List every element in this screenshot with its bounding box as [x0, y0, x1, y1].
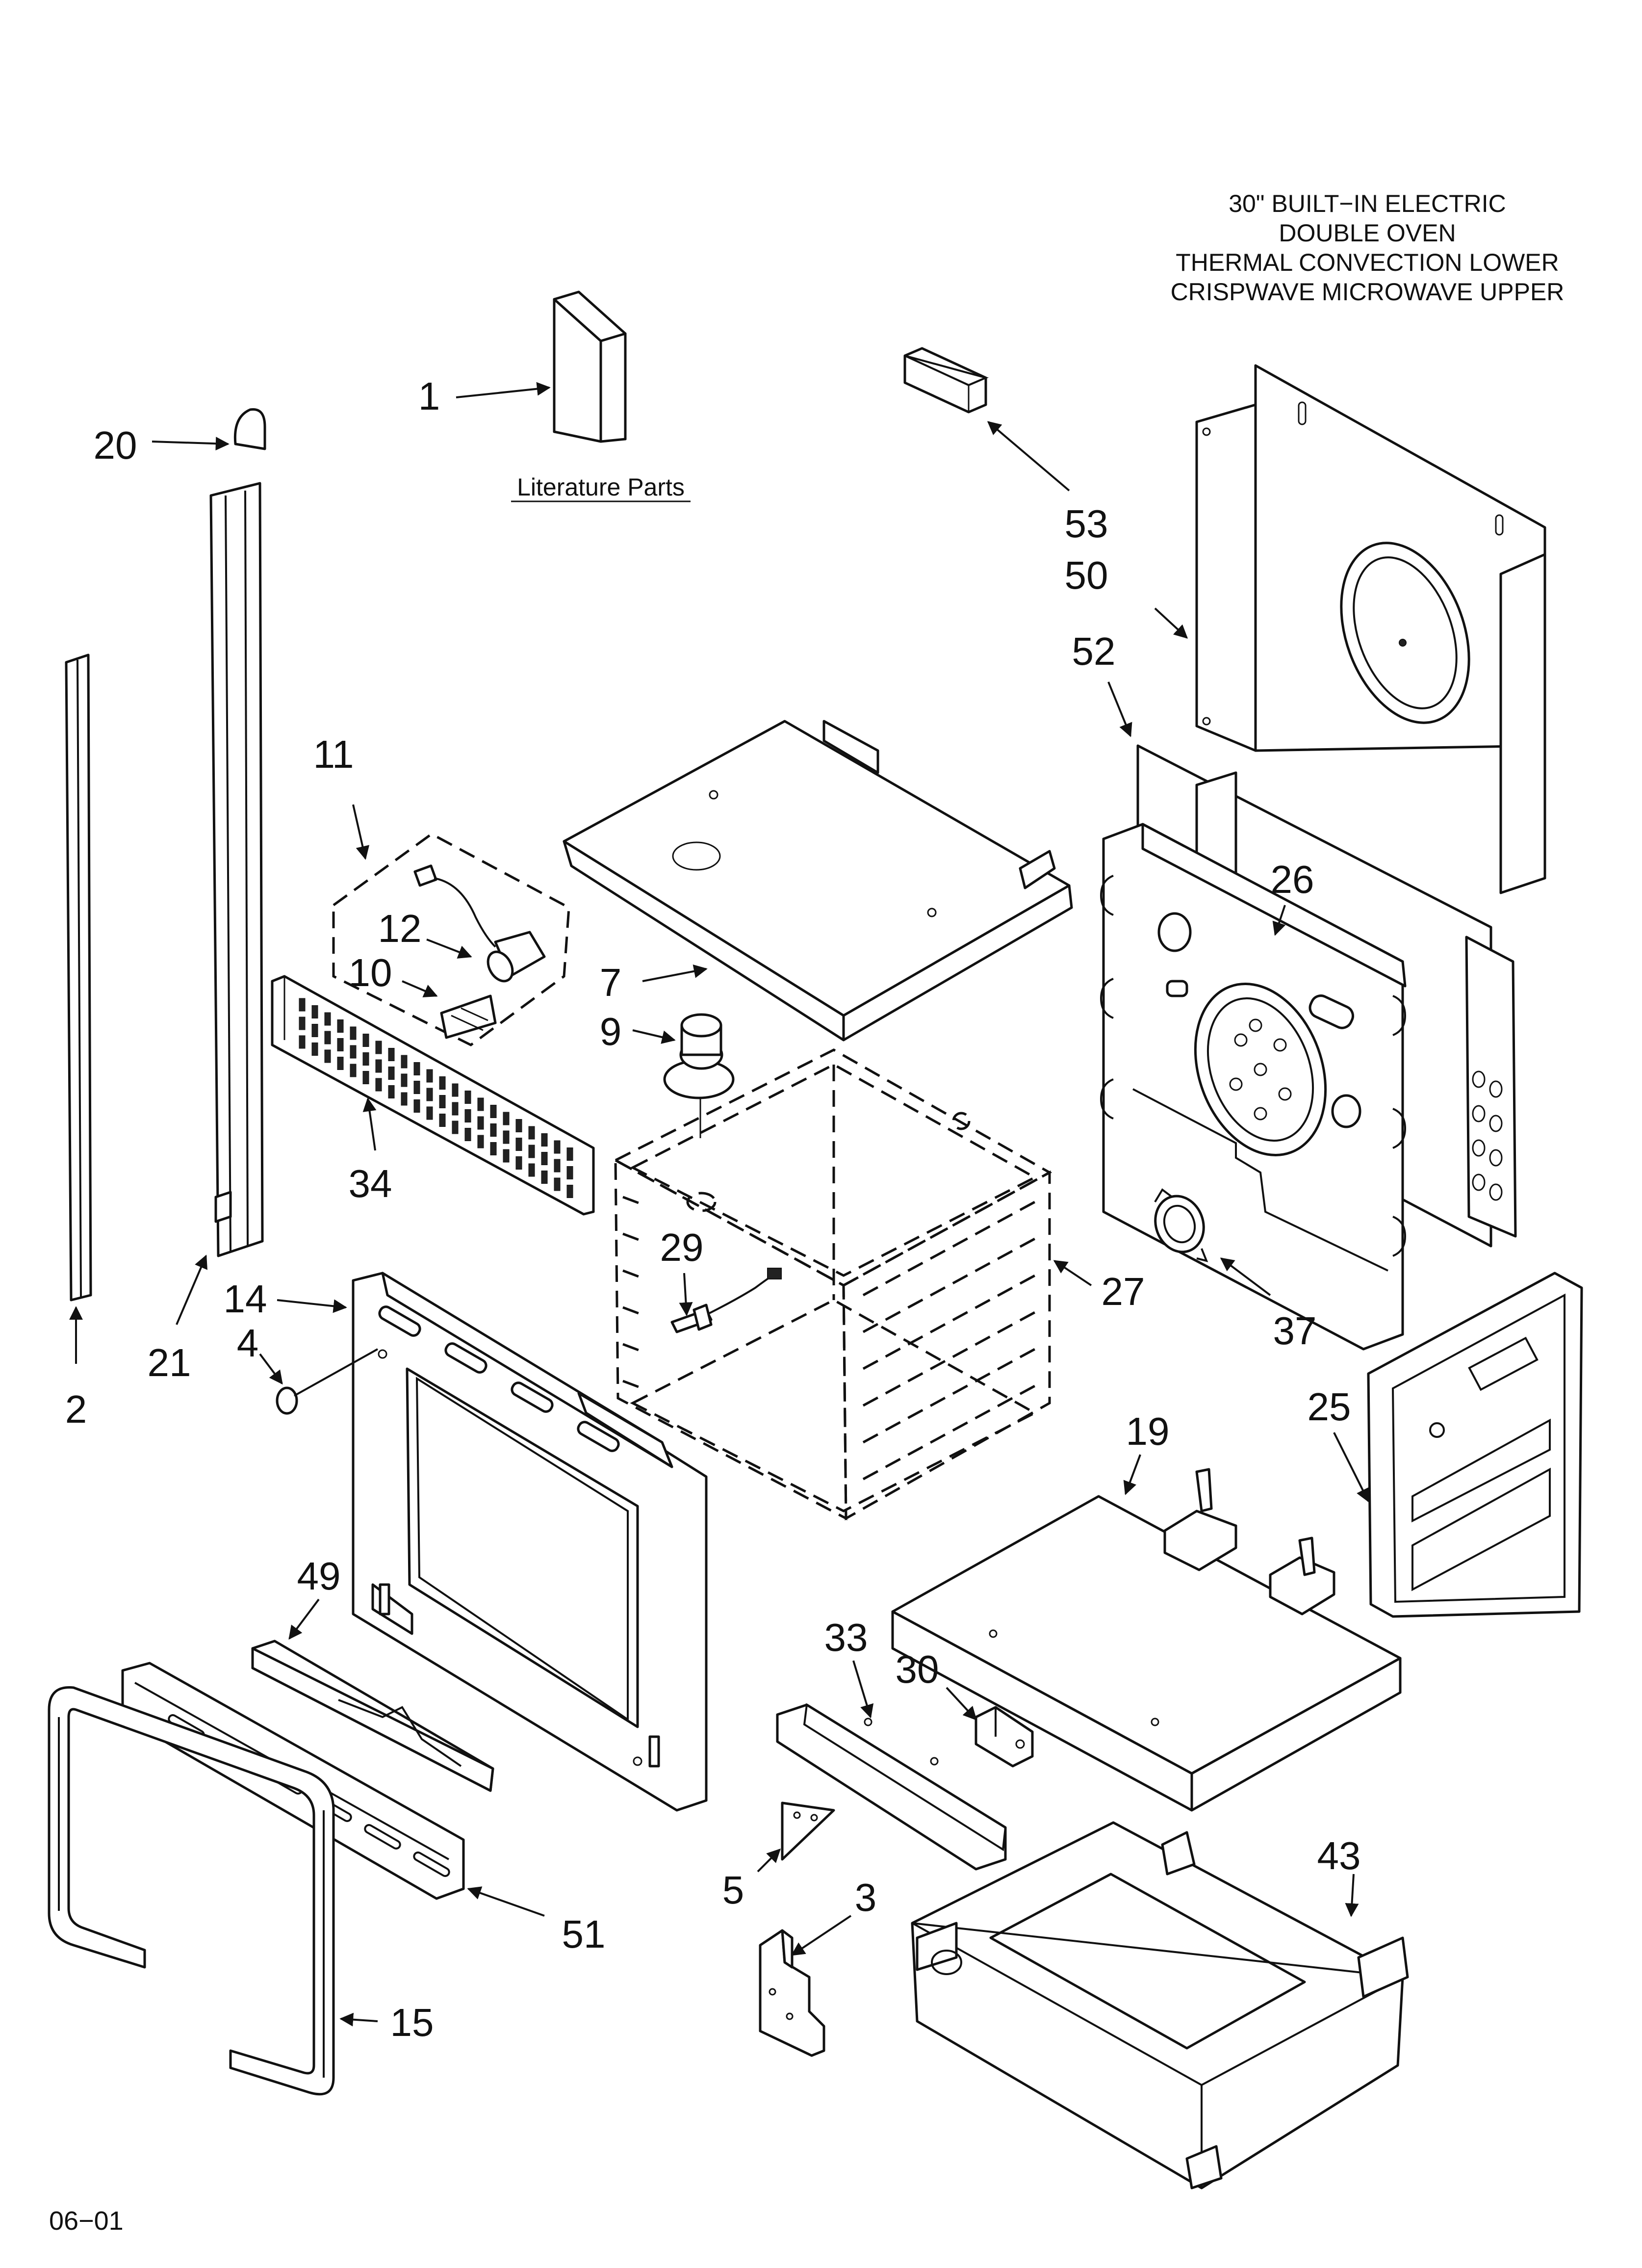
callout-7: 7 — [600, 961, 622, 1004]
part-14-front-frame — [352, 1272, 708, 1812]
part-37-thermal-cutout — [1154, 1188, 1208, 1262]
revision-date-code: 06−01 — [49, 2206, 124, 2236]
callout-12: 12 — [378, 907, 422, 950]
title-line-3: THERMAL CONVECTION LOWER — [1176, 249, 1559, 276]
callout-20: 20 — [94, 423, 137, 467]
part-12-lamp-bulb — [487, 950, 514, 983]
part-literature-book — [553, 290, 627, 443]
callout-27: 27 — [1102, 1270, 1145, 1313]
callout-5: 5 — [722, 1868, 744, 1912]
part-29-temperature-sensor — [670, 1268, 782, 1333]
callout-9: 9 — [600, 1010, 622, 1053]
callout-19: 19 — [1126, 1409, 1170, 1453]
part-9-convection-motor — [663, 1013, 735, 1138]
callout-34: 34 — [349, 1162, 392, 1205]
part-30-small-bracket — [975, 1706, 1034, 1768]
part-2-side-rod — [65, 653, 92, 1302]
part-11-lamp-assembly — [332, 833, 570, 1046]
callout-33: 33 — [824, 1616, 868, 1659]
title-line-2: DOUBLE OVEN — [1279, 219, 1456, 247]
title-line-4: CRISPWAVE MICROWAVE UPPER — [1171, 278, 1565, 306]
literature-parts-label: Literature Parts — [517, 473, 685, 501]
callout-51: 51 — [562, 1912, 606, 1956]
part-53-spacer-block — [903, 347, 989, 414]
callout-15: 15 — [390, 2001, 434, 2044]
part-20-trim-cap — [233, 408, 266, 450]
callout-53: 53 — [1065, 502, 1108, 546]
part-4-screw — [276, 1348, 378, 1415]
diagram-title: 30" BUILT−IN ELECTRIC DOUBLE OVEN THERMA… — [1171, 190, 1565, 306]
callout-14: 14 — [224, 1277, 267, 1321]
part-49-lower-trim — [251, 1640, 494, 1792]
callout-50: 50 — [1065, 553, 1108, 597]
part-43-base-pan — [911, 1821, 1409, 2190]
callout-1: 1 — [418, 374, 440, 418]
callout-49: 49 — [297, 1554, 341, 1598]
part-10-lamp-lens — [440, 994, 497, 1039]
callout-30: 30 — [896, 1647, 939, 1691]
callout-43: 43 — [1317, 1834, 1361, 1877]
callout-26: 26 — [1271, 858, 1314, 901]
callout-52: 52 — [1072, 629, 1116, 673]
part-5-gusset — [781, 1801, 835, 1861]
part-21-side-trim — [209, 482, 264, 1257]
part-19-bottom-panel — [891, 1468, 1402, 1812]
part-7-top-panel — [563, 720, 1073, 1042]
callout-37: 37 — [1273, 1309, 1317, 1353]
part-25-side-panel — [1367, 1272, 1583, 1618]
callout-3: 3 — [855, 1876, 877, 1919]
part-50-rear-panel — [1195, 364, 1546, 894]
title-line-1: 30" BUILT−IN ELECTRIC — [1229, 190, 1506, 217]
part-33-front-rail — [776, 1703, 1007, 1871]
callout-21: 21 — [148, 1341, 191, 1384]
part-34-vent-grille — [271, 975, 595, 1216]
callout-11: 11 — [313, 732, 354, 776]
part-3-hinge-bracket — [759, 1929, 825, 2057]
callout-10: 10 — [349, 951, 392, 994]
part-15-door-gasket — [48, 1686, 335, 2096]
callout-25: 25 — [1308, 1385, 1351, 1429]
callout-29: 29 — [660, 1225, 704, 1269]
part-27-oven-cavity — [613, 1048, 1052, 1521]
callout-2: 2 — [65, 1387, 87, 1431]
callout-4: 4 — [237, 1321, 259, 1365]
